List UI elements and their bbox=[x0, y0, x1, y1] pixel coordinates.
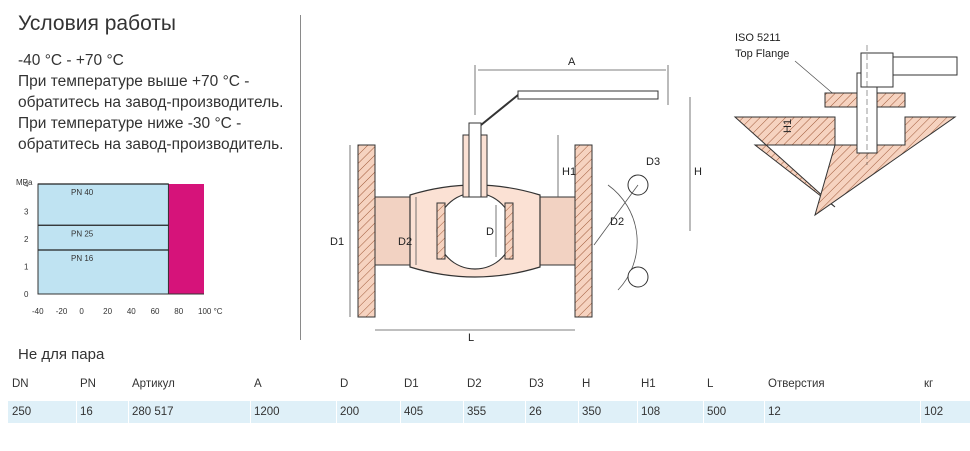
flange-name-label: Top Flange bbox=[735, 48, 789, 60]
table-cell-separator bbox=[463, 401, 464, 423]
dim-label-h: H bbox=[694, 166, 702, 178]
left-flange bbox=[357, 144, 376, 318]
y-axis-label: MPa bbox=[16, 178, 33, 187]
table-cell-separator bbox=[920, 401, 921, 423]
conditions-line: При температуре ниже -30 °C - bbox=[18, 115, 242, 132]
table-header-cell: A bbox=[254, 378, 262, 390]
dim-label-a: A bbox=[568, 56, 576, 68]
pressure-temperature-chart: PN 40 PN 25 PN 16 MPa 0 1 2 3 4 -40 -20 0 20 40 60 8… bbox=[16, 178, 223, 316]
table-cell: 108 bbox=[641, 406, 661, 418]
x-tick-label: 0 bbox=[79, 307, 84, 316]
table-cell-separator bbox=[128, 401, 129, 423]
table-header-cell: L bbox=[707, 378, 714, 390]
table-cell: 16 bbox=[80, 406, 93, 418]
detail-handle bbox=[892, 56, 958, 76]
bolt-hole-bottom bbox=[627, 266, 649, 288]
stem bbox=[468, 122, 482, 198]
table-header-cell: Артикул bbox=[132, 378, 175, 390]
table-cell: 1200 bbox=[254, 406, 280, 418]
conditions-title: Условия работы bbox=[18, 12, 177, 35]
pn-label: PN 16 bbox=[71, 254, 94, 263]
y-tick-label: 4 bbox=[24, 180, 29, 189]
ball bbox=[436, 192, 514, 270]
dim-label-d1: D1 bbox=[330, 236, 344, 248]
x-tick-label: 40 bbox=[127, 307, 136, 316]
table-header-cell: DN bbox=[12, 378, 29, 390]
table-cell: 280 517 bbox=[132, 406, 174, 418]
detail-handle-block bbox=[860, 52, 894, 88]
top-flange-detail: ISO 5211 Top Flange H1 bbox=[733, 32, 958, 217]
body-section-right bbox=[814, 116, 957, 217]
x-tick-label: -20 bbox=[56, 307, 68, 316]
conditions-line: обратитесь на завод-производитель. bbox=[18, 136, 284, 153]
table-header-cell: D3 bbox=[529, 378, 544, 390]
valve-drawing: A H H1 D1 D2 D D2 D3 L bbox=[330, 56, 702, 344]
pn-label: PN 25 bbox=[71, 229, 94, 238]
table-cell-separator bbox=[637, 401, 638, 423]
table-note: Не для пара bbox=[18, 346, 105, 363]
table-header-cell: D2 bbox=[467, 378, 482, 390]
dim-label-d3: D3 bbox=[646, 156, 660, 168]
table-header-cell: D bbox=[340, 378, 349, 390]
table-cell-separator bbox=[76, 401, 77, 423]
flange-standard-label: ISO 5211 bbox=[735, 32, 781, 44]
handle-lever bbox=[480, 94, 519, 126]
table-cell-separator bbox=[250, 401, 251, 423]
right-flange bbox=[574, 144, 593, 318]
table-header-cell: H1 bbox=[641, 378, 656, 390]
table-cell: 405 bbox=[404, 406, 424, 418]
dim-label-d: D bbox=[486, 226, 494, 238]
section-divider bbox=[300, 15, 301, 340]
left-seat bbox=[436, 202, 446, 260]
table-cell-separator bbox=[525, 401, 526, 423]
table-header-cell: кг bbox=[924, 378, 934, 390]
table-cell-separator bbox=[400, 401, 401, 423]
table-cell: 250 bbox=[12, 406, 32, 418]
conditions-line: обратитесь на завод-производитель. bbox=[18, 94, 284, 111]
conditions-range: -40 °C - +70 °C bbox=[18, 52, 124, 69]
allowed-zone bbox=[37, 183, 169, 295]
pn-label: PN 40 bbox=[71, 188, 94, 197]
x-tick-label: 20 bbox=[103, 307, 112, 316]
table-row-background bbox=[8, 401, 970, 423]
table-cell: 350 bbox=[582, 406, 602, 418]
y-tick-label: 3 bbox=[24, 208, 29, 217]
x-tick-label: 60 bbox=[151, 307, 160, 316]
conditions-line: При температуре выше +70 °C - bbox=[18, 73, 250, 90]
table-cell: 102 bbox=[924, 406, 944, 418]
table-cell-separator bbox=[578, 401, 579, 423]
table-cell: 12 bbox=[768, 406, 781, 418]
table-cell: 200 bbox=[340, 406, 360, 418]
table-header-cell: Отверстия bbox=[768, 378, 825, 390]
y-tick-label: 0 bbox=[24, 290, 29, 299]
dim-label-h1: H1 bbox=[562, 166, 576, 178]
y-tick-label: 2 bbox=[24, 235, 29, 244]
table-header-cell: D1 bbox=[404, 378, 419, 390]
dim-label-l: L bbox=[468, 332, 474, 344]
table-cell: 500 bbox=[707, 406, 727, 418]
handle-grip bbox=[517, 90, 659, 100]
table-cell: 355 bbox=[467, 406, 487, 418]
x-tick-label: -40 bbox=[32, 307, 44, 316]
table-cell-separator bbox=[703, 401, 704, 423]
table-cell: 26 bbox=[529, 406, 542, 418]
table-header-cell: PN bbox=[80, 378, 96, 390]
table-cell-separator bbox=[764, 401, 765, 423]
x-tick-label: 100 °C bbox=[198, 307, 223, 316]
right-seat bbox=[504, 202, 514, 260]
x-tick-label: 80 bbox=[174, 307, 183, 316]
dim-label-d2: D2 bbox=[398, 236, 412, 248]
table-cell-separator bbox=[336, 401, 337, 423]
detail-h1-label: H1 bbox=[782, 119, 794, 133]
body-section bbox=[733, 116, 836, 208]
dim-label-d2-flange: D2 bbox=[610, 216, 624, 228]
table-header-cell: H bbox=[582, 378, 591, 390]
y-tick-label: 1 bbox=[24, 263, 29, 272]
